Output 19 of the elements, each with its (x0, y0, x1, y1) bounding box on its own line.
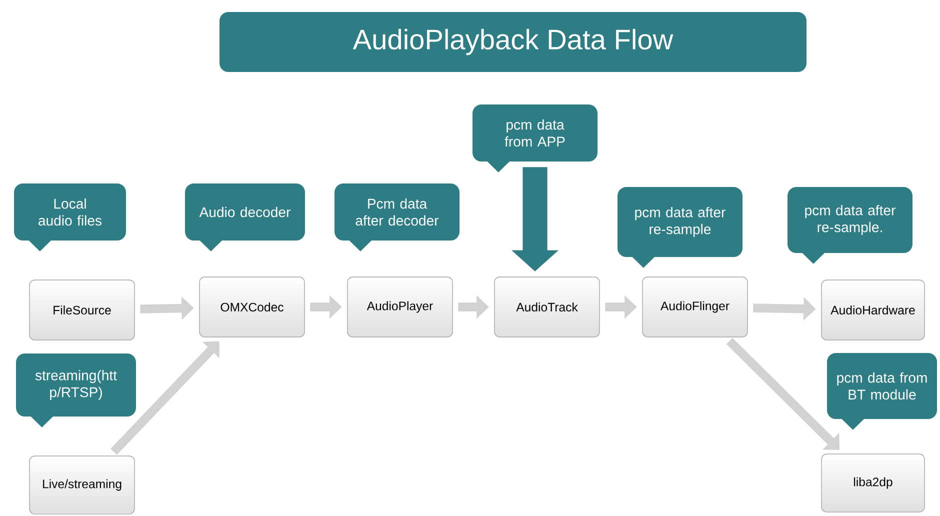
process-box: Live/streaming (29, 456, 135, 514)
callout-box: Audio decoder (185, 184, 305, 252)
callout-box: streaming(htt p/RTSP) (16, 354, 136, 428)
process-box: AudioFlinger (642, 276, 748, 338)
callout-box: pcm data after re-sample (618, 187, 742, 268)
callout-box: Pcm data after decoder (334, 184, 460, 252)
process-box: AudioPlayer (347, 276, 453, 338)
block-arrow (110, 341, 220, 455)
title-banner: AudioPlayback Data Flow (220, 12, 806, 72)
callout-box: pcm data from APP (472, 104, 598, 172)
process-box: AudioTrack (494, 276, 600, 338)
callout-box: pcm data after re-sample. (788, 187, 912, 264)
process-box: liba2dp (821, 454, 925, 512)
process-box: AudioHardware (821, 280, 925, 340)
block-arrow (726, 338, 840, 450)
callout-box: Local audio files (14, 184, 126, 252)
process-box: FileSource (29, 280, 135, 340)
process-box: OMXCodec (199, 276, 305, 338)
callout-box: pcm data from BT module (827, 353, 937, 430)
